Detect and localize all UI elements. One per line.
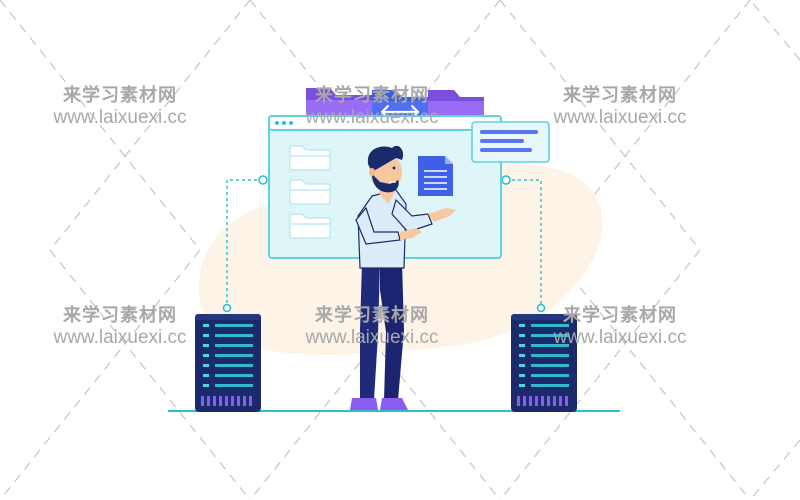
connector-lines [226, 179, 542, 308]
folder-icon [289, 179, 331, 205]
window-dot [289, 121, 293, 125]
browser-titlebar [268, 115, 502, 131]
connector-dot [258, 175, 268, 185]
connector-dot [536, 303, 546, 313]
info-card [471, 121, 550, 163]
server-rack-icon [511, 314, 577, 412]
connector-dot [501, 175, 511, 185]
window-dot [275, 121, 279, 125]
folder-icon [289, 213, 331, 239]
document-icon [418, 156, 453, 196]
folder-icon [289, 145, 331, 171]
connector-dot [222, 303, 232, 313]
server-rack-icon [195, 314, 261, 412]
window-dot [282, 121, 286, 125]
man-figure [350, 145, 456, 410]
